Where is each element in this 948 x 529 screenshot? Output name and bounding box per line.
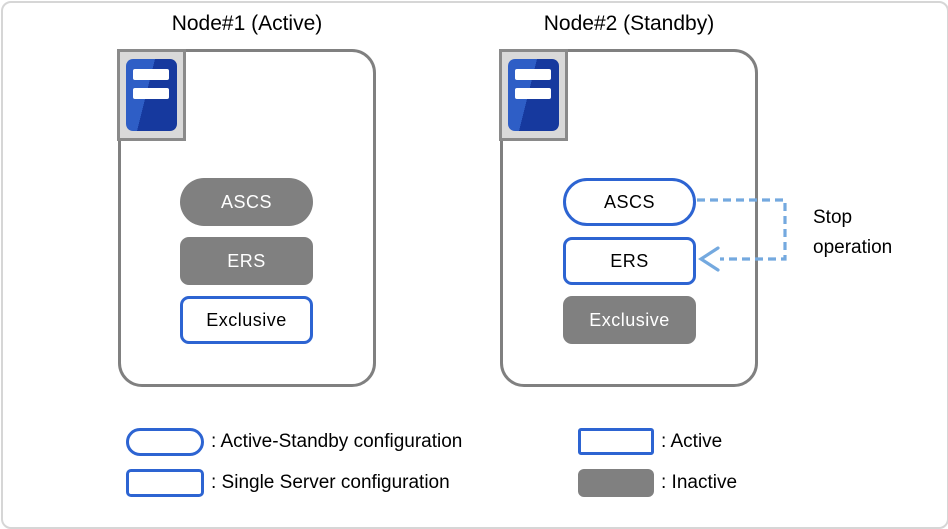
node2-block-ascs: ASCS [563, 178, 696, 226]
server-glyph [508, 59, 559, 131]
legend-label-inactive: : Inactive [661, 472, 738, 493]
legend-label-single-server: : Single Server configuration [211, 472, 450, 493]
server-icon [117, 49, 186, 141]
legend-swatch-inactive [578, 469, 654, 497]
arrowhead-left-icon [698, 246, 720, 272]
node1-block-exclusive: Exclusive [180, 296, 313, 344]
legend-label-active-standby: : Active-Standby configuration [211, 431, 463, 452]
server-icon [499, 49, 568, 141]
node2-block-ers: ERS [563, 237, 696, 285]
legend-swatch-single-server [126, 469, 204, 497]
node1-block-ascs: ASCS [180, 178, 313, 226]
legend-label-active: : Active [661, 431, 723, 452]
node1-block-ers: ERS [180, 237, 313, 285]
node1-title: Node#1 (Active) [171, 12, 323, 35]
stop-operation-label: Stop operation [813, 207, 893, 258]
server-glyph [126, 59, 177, 131]
stop-operation-arrow [697, 198, 787, 272]
node2-block-exclusive: Exclusive [563, 296, 696, 344]
node2-title: Node#2 (Standby) [543, 12, 715, 35]
legend-swatch-active-standby [126, 428, 204, 456]
legend-swatch-active [578, 428, 654, 455]
